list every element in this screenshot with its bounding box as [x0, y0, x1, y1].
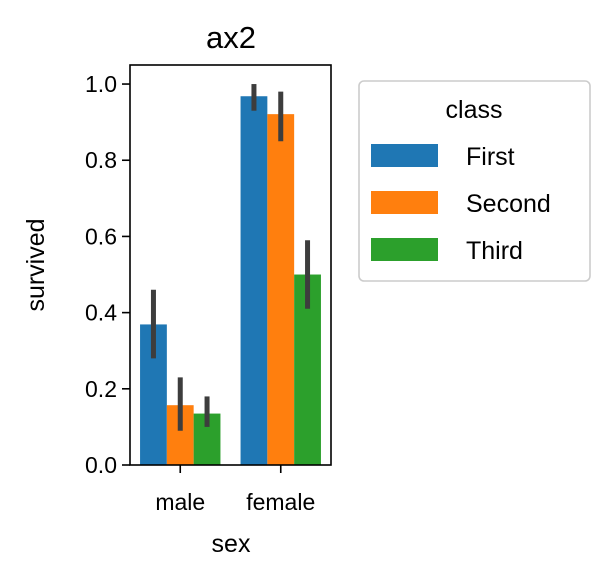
legend-title: class: [446, 96, 503, 124]
y-tick-label: 0.6: [85, 223, 117, 249]
chart-title: ax2: [206, 20, 256, 55]
y-axis: 0.0 0.2 0.4 0.6 0.8 1.0: [85, 71, 130, 478]
legend-label-second: Second: [466, 190, 551, 218]
legend-box: [358, 80, 591, 282]
y-tick-label: 1.0: [85, 71, 117, 97]
legend-label-first: First: [466, 143, 515, 171]
bar-second-female: [267, 114, 295, 466]
x-tick-label-female: female: [246, 489, 315, 515]
x-tick-label-male: male: [155, 489, 205, 515]
bar-first-female: [240, 96, 268, 465]
y-tick-label: 0.8: [85, 147, 117, 173]
legend-swatch-third: [371, 238, 438, 261]
y-tick-label: 0.4: [85, 300, 117, 326]
legend-label-third: Third: [466, 237, 523, 265]
x-axis-label: sex: [212, 530, 251, 558]
errorbars-group: [150, 84, 311, 431]
bars-group: [140, 96, 321, 466]
legend-swatch-first: [371, 144, 438, 167]
x-axis: male female: [155, 465, 315, 515]
plot-area: [129, 64, 332, 466]
legend-swatch-second: [371, 191, 438, 214]
y-axis-label: survived: [22, 218, 50, 311]
plot-frame: [129, 64, 332, 466]
y-tick-label: 0.2: [85, 376, 117, 402]
y-tick-label: 0.0: [85, 452, 117, 478]
